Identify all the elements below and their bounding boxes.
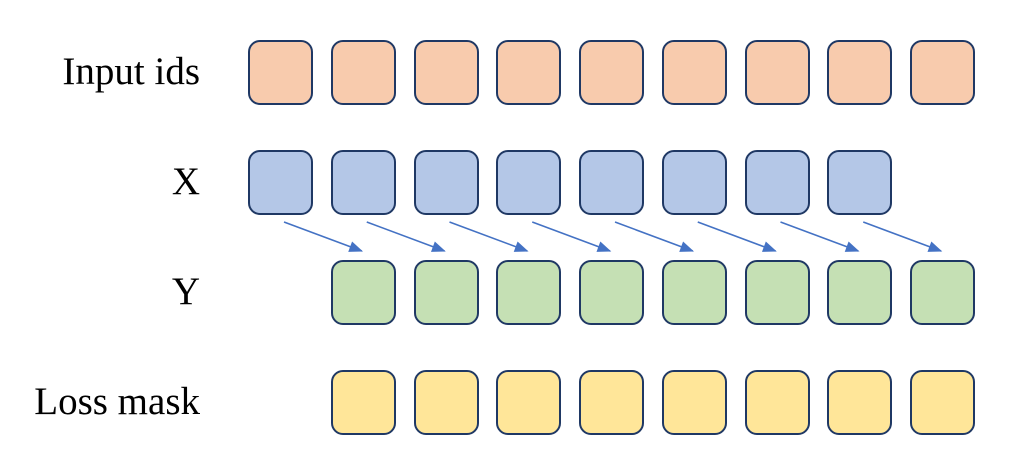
token-box-input-ids [413, 40, 479, 105]
shift-arrow [531, 221, 612, 252]
token-box-y [579, 260, 644, 325]
token-box-y [413, 260, 479, 325]
token-box-x [579, 150, 644, 215]
token-box-loss-mask [413, 370, 479, 435]
token-box-y [496, 260, 562, 325]
token-box-x [496, 150, 562, 215]
token-box-input-ids [248, 40, 313, 105]
token-box-input-ids [496, 40, 562, 105]
token-box-input-ids [330, 40, 396, 105]
row-label-y: Y [171, 269, 200, 313]
row-label-input-ids: Input ids [62, 49, 200, 93]
token-box-loss-mask [661, 370, 727, 435]
token-box-loss-mask [744, 370, 810, 435]
token-box-y [827, 260, 893, 325]
token-box-x [661, 150, 727, 215]
token-box-y [744, 260, 810, 325]
token-box-input-ids [827, 40, 893, 105]
token-box-loss-mask [910, 370, 975, 435]
shift-arrow [862, 221, 943, 252]
token-box-input-ids [910, 40, 975, 105]
token-box-loss-mask [579, 370, 644, 435]
token-box-loss-mask [330, 370, 396, 435]
shift-arrow [614, 221, 695, 252]
token-box-x [248, 150, 313, 215]
token-box-loss-mask [827, 370, 893, 435]
token-box-y [330, 260, 396, 325]
token-box-loss-mask [496, 370, 562, 435]
token-box-input-ids [744, 40, 810, 105]
shift-arrow [283, 221, 364, 252]
shift-arrow [449, 221, 529, 252]
shift-arrow [697, 221, 777, 252]
shift-arrow [366, 221, 446, 252]
token-box-input-ids [661, 40, 727, 105]
shift-arrow [780, 221, 860, 252]
token-box-x [413, 150, 479, 215]
token-box-y [661, 260, 727, 325]
token-box-x [744, 150, 810, 215]
token-box-x [827, 150, 893, 215]
row-label-loss-mask: Loss mask [34, 379, 200, 423]
token-box-x [330, 150, 396, 215]
token-box-y [910, 260, 975, 325]
token-box-input-ids [579, 40, 644, 105]
row-label-x: X [171, 159, 200, 203]
